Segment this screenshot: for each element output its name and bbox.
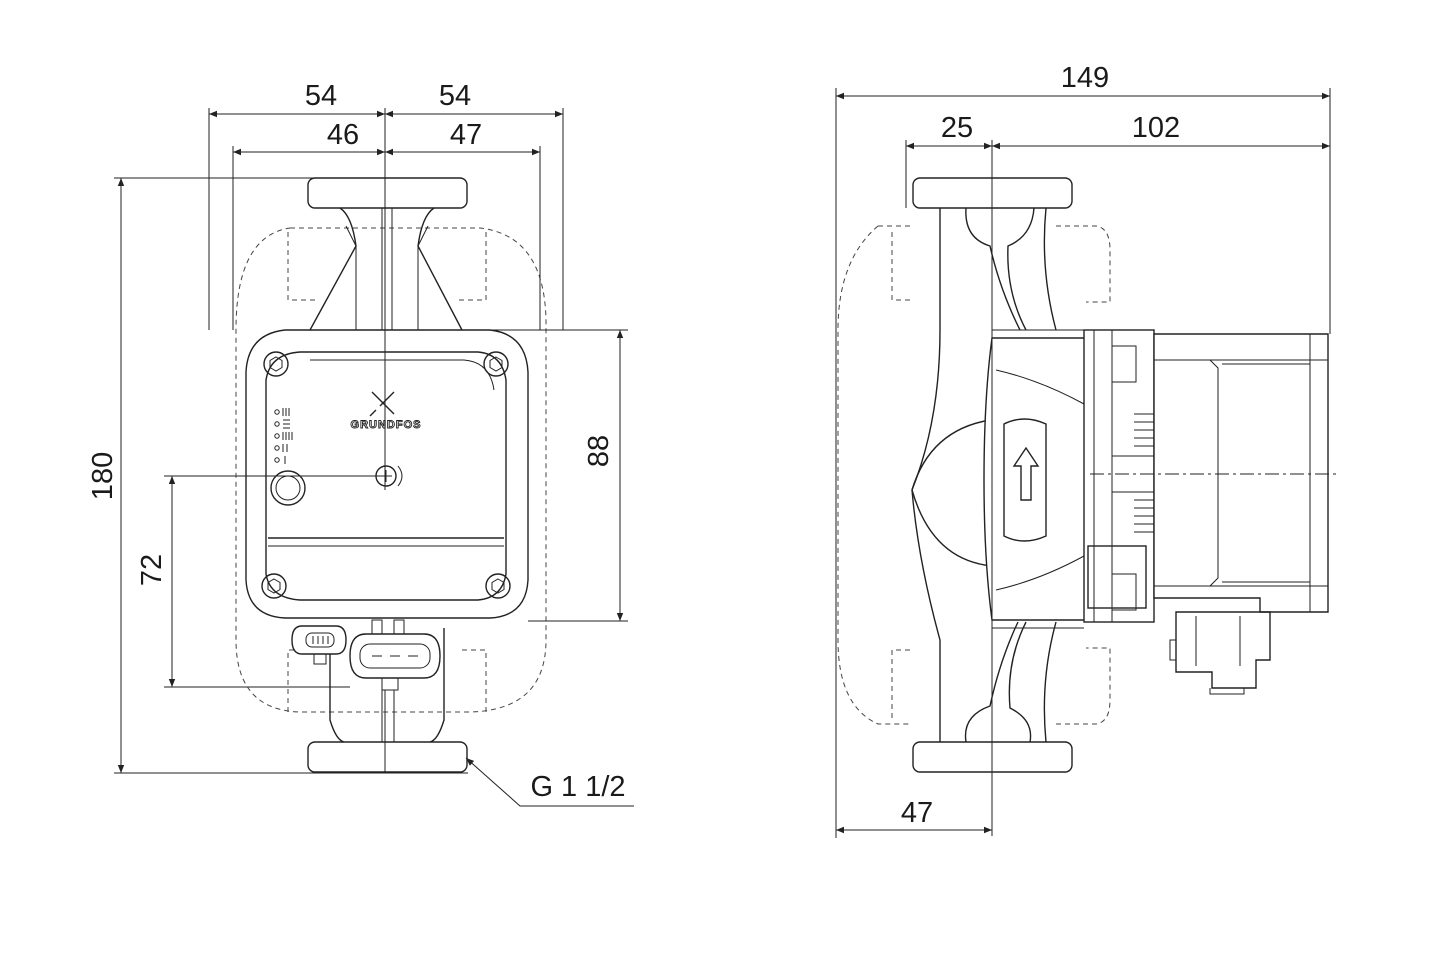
front-dashed-lug-br xyxy=(460,649,487,712)
side-dim-total: 149 xyxy=(1061,62,1109,94)
side-dashed-lug-top xyxy=(891,232,910,301)
front-control-box-face xyxy=(265,351,507,601)
grundfos-logo-text: GRUNDFOS xyxy=(351,419,422,431)
dim-lower-height: 72 xyxy=(136,554,168,586)
front-view: GRUNDFOS xyxy=(87,80,634,807)
signal-connector-icon xyxy=(291,625,347,665)
front-dashed-lug-tr xyxy=(456,232,487,301)
side-dashed-envelope xyxy=(837,225,912,725)
side-volute-curve xyxy=(965,207,1035,331)
side-view: 149 25 102 47 xyxy=(835,62,1338,838)
front-dashed-lug-tl xyxy=(287,232,318,301)
side-belly xyxy=(911,419,993,567)
front-bottom-inner xyxy=(381,690,395,742)
thread-label: G 1 1/2 xyxy=(530,771,625,803)
front-screw-tl-icon xyxy=(263,351,289,377)
side-volute-lower xyxy=(964,621,1032,743)
front-screw-br-icon xyxy=(485,573,511,599)
flow-arrow-icon xyxy=(1012,446,1040,501)
front-control-box-outer xyxy=(245,329,529,619)
side-dim-bottom: 47 xyxy=(901,797,933,829)
side-cable-clip-icon xyxy=(1169,611,1271,695)
front-top-flange xyxy=(307,177,468,209)
front-dashed-lug-bl xyxy=(287,649,300,712)
power-connector-icon xyxy=(349,619,441,691)
side-motor-rear-taper xyxy=(1209,359,1310,587)
side-motor-rear xyxy=(1153,333,1329,613)
front-top-inner-left xyxy=(355,208,383,330)
side-terminal-plate xyxy=(1083,329,1155,623)
side-motor-lower-band xyxy=(991,620,1084,629)
front-top-notch xyxy=(345,225,429,247)
dim-total-height: 180 xyxy=(87,452,119,500)
front-face-inset xyxy=(310,359,495,391)
dim-left-outer: 54 xyxy=(305,80,337,112)
side-dashed-lug-bottom xyxy=(891,649,910,718)
side-dim-pipe: 25 xyxy=(941,112,973,144)
front-bottom-flange xyxy=(307,741,468,773)
dim-right-outer: 54 xyxy=(439,80,471,112)
side-dim-motor: 102 xyxy=(1132,112,1180,144)
dim-right-inner: 47 xyxy=(450,119,482,151)
side-plate-block-bottom xyxy=(1111,573,1137,611)
side-motor-contour xyxy=(995,369,1085,591)
side-arrow-panel xyxy=(1003,418,1047,542)
dim-left-inner: 46 xyxy=(327,119,359,151)
front-top-neck xyxy=(309,207,463,331)
front-bottom-neck xyxy=(329,628,445,743)
grundfos-logo-icon xyxy=(369,391,395,417)
front-screw-tr-icon xyxy=(483,351,509,377)
speed-indicator-icons xyxy=(274,408,293,464)
side-motor-upper-band xyxy=(991,329,1084,338)
side-dashed-right xyxy=(1056,225,1111,725)
side-plate-block-top xyxy=(1111,345,1137,383)
thread-leader xyxy=(465,757,634,807)
front-screw-bl-icon xyxy=(261,573,287,599)
side-motor-housing xyxy=(983,337,1087,621)
side-plate-connector-bottom xyxy=(1087,545,1147,609)
dim-box-height: 88 xyxy=(583,435,615,467)
front-top-inner-right xyxy=(391,208,419,330)
